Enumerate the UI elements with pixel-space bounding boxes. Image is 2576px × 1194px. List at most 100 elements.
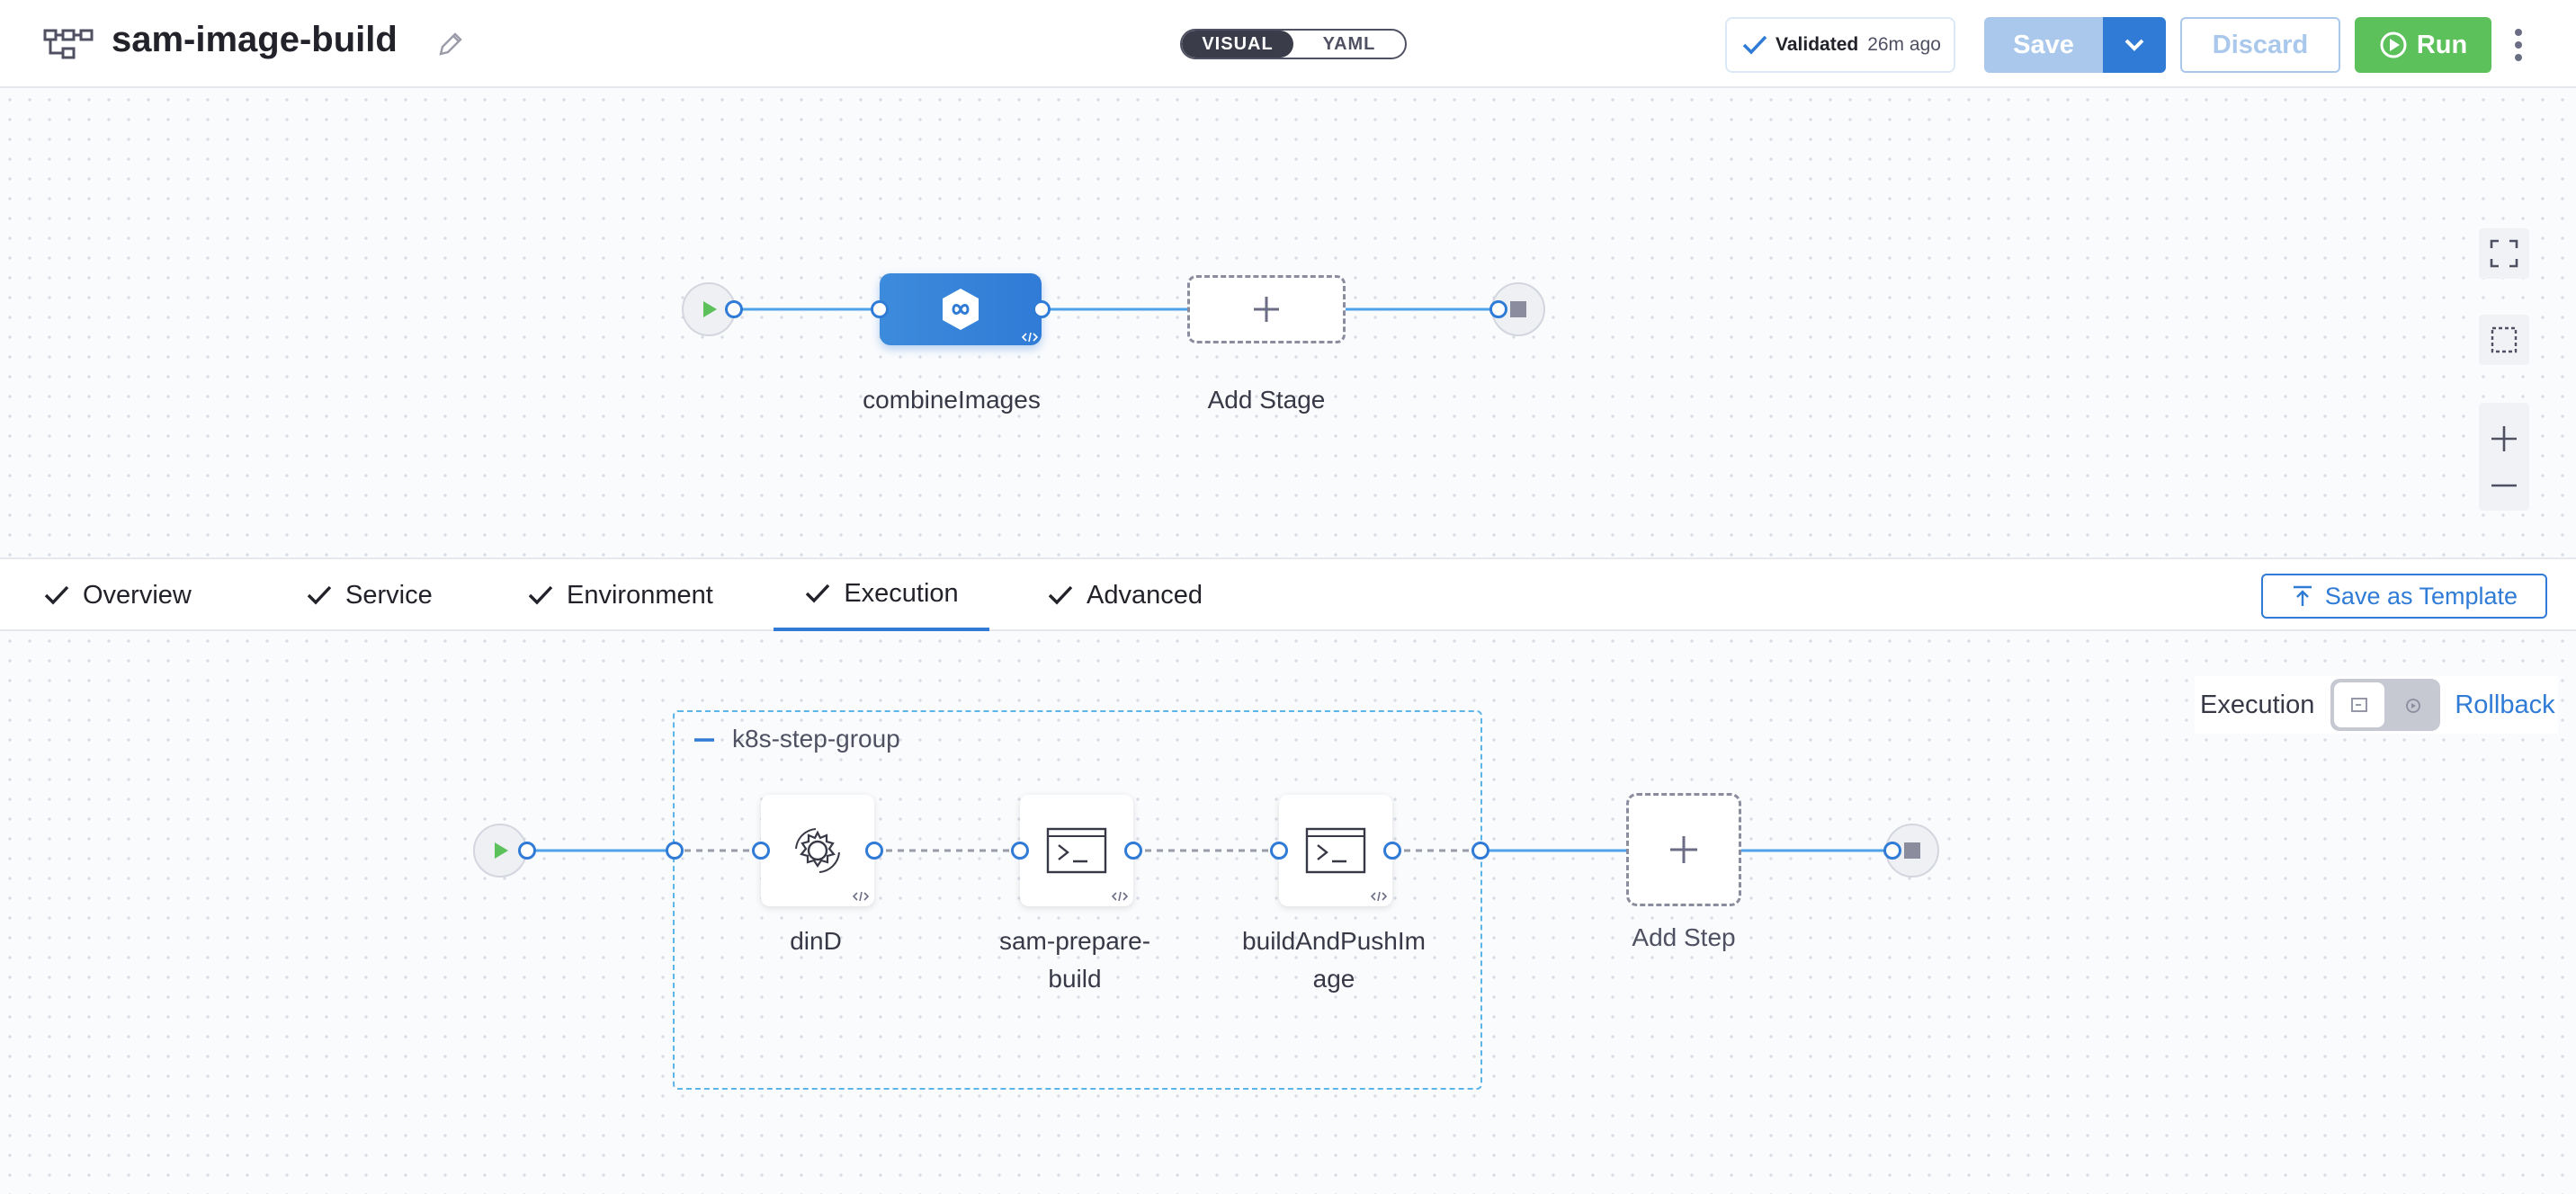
validated-time: 26m ago <box>1867 34 1941 55</box>
port <box>1124 842 1142 860</box>
gear-icon <box>795 828 840 873</box>
save-template-label: Save as Template <box>2324 582 2518 610</box>
rollback-icon[interactable] <box>2404 697 2422 715</box>
step-label-line: buildAndPushIm <box>1242 927 1426 955</box>
marquee-select-icon <box>2491 326 2518 353</box>
group-output-port <box>1471 842 1489 860</box>
check-icon <box>528 585 553 605</box>
tab-label: Overview <box>83 580 192 610</box>
select-area-button[interactable] <box>2479 315 2529 365</box>
code-icon <box>1112 891 1128 902</box>
zoom-out-icon[interactable] <box>2489 481 2519 490</box>
execution-icon <box>2351 698 2368 712</box>
step-label-line: sam-prepare- <box>998 927 1151 955</box>
step-connectors <box>525 849 1887 852</box>
save-options-dropdown[interactable] <box>2103 17 2166 73</box>
tab-label: Execution <box>844 578 959 608</box>
pipeline-icon <box>43 29 94 59</box>
upload-template-icon <box>2293 585 2312 606</box>
validated-label: Validated <box>1775 34 1859 55</box>
step-label-line: dinD <box>790 927 842 955</box>
code-icon <box>853 891 869 902</box>
zoom-in-icon[interactable] <box>2489 423 2519 454</box>
step-node-sam-prepare-build[interactable] <box>1020 795 1133 906</box>
execution-rollback-toggle[interactable] <box>2330 679 2441 731</box>
tab-advanced[interactable]: Advanced <box>1047 559 1203 631</box>
execution-toggle-option[interactable] <box>2334 682 2385 727</box>
plus-icon <box>1254 297 1279 322</box>
end-port <box>1883 842 1901 860</box>
collapse-group-icon[interactable] <box>693 735 716 744</box>
stage-label: combineImages <box>863 386 1041 414</box>
yaml-mode-button[interactable]: YAML <box>1322 33 1376 54</box>
save-button[interactable]: Save <box>1984 17 2103 73</box>
check-icon <box>1048 585 1073 605</box>
check-icon <box>307 585 332 605</box>
terminal-icon <box>1046 827 1107 874</box>
terminal-icon <box>1305 827 1366 874</box>
step-label-line: age <box>1312 965 1355 993</box>
fit-to-screen-button[interactable] <box>2479 228 2529 279</box>
check-icon <box>44 585 69 605</box>
step-group-container <box>673 710 1482 1090</box>
visual-mode-button[interactable]: VISUAL <box>1182 31 1293 58</box>
port <box>752 842 770 860</box>
tab-label: Service <box>345 580 433 610</box>
plus-icon <box>1670 836 1697 863</box>
add-step-button[interactable] <box>1626 793 1741 906</box>
ci-stage-icon <box>943 289 979 330</box>
save-as-template-button[interactable]: Save as Template <box>2261 574 2547 619</box>
stage-node-combineimages[interactable] <box>880 273 1042 345</box>
port <box>1383 842 1401 860</box>
port <box>1270 842 1288 860</box>
tab-overview[interactable]: Overview <box>43 559 192 631</box>
step-label: dinD <box>696 922 935 960</box>
port <box>865 842 883 860</box>
play-icon <box>495 842 508 859</box>
stage-input-port <box>871 300 889 318</box>
run-label: Run <box>2416 30 2468 59</box>
stage-output-port <box>1033 300 1051 318</box>
tab-execution[interactable]: Execution <box>774 559 989 631</box>
validation-status[interactable]: Validated 26m ago <box>1725 17 1955 73</box>
add-stage-button[interactable] <box>1187 275 1346 343</box>
chevron-down-icon <box>2124 39 2144 51</box>
step-node-buildandpushimage[interactable] <box>1279 795 1392 906</box>
code-icon <box>1022 332 1038 343</box>
execution-end-node <box>1885 824 1939 878</box>
edit-pencil-icon[interactable] <box>435 29 466 59</box>
tab-label: Advanced <box>1087 580 1203 610</box>
header-bar: sam-image-build VISUAL YAML Validated 26… <box>0 0 2576 88</box>
step-label: buildAndPushIm age <box>1214 922 1453 998</box>
stop-icon <box>1510 301 1526 317</box>
code-icon <box>1371 891 1387 902</box>
run-icon <box>2380 31 2407 58</box>
rollback-link[interactable]: Rollback <box>2455 690 2555 719</box>
run-button[interactable]: Run <box>2355 17 2491 73</box>
tab-environment[interactable]: Environment <box>527 559 713 631</box>
step-node-dind[interactable] <box>761 795 874 906</box>
tab-label: Environment <box>567 580 713 610</box>
stage-tab-bar: Overview Service Environment Execution A… <box>0 557 2576 631</box>
step-label: sam-prepare- build <box>955 922 1194 998</box>
view-mode-toggle[interactable]: VISUAL YAML <box>1180 29 1407 59</box>
execution-canvas <box>0 631 2576 1194</box>
step-group-name: k8s-step-group <box>732 725 900 753</box>
zoom-controls <box>2479 403 2529 511</box>
check-icon <box>806 584 830 603</box>
step-label-line: build <box>1048 965 1102 993</box>
add-stage-label: Add Stage <box>1207 386 1326 414</box>
port <box>518 842 536 860</box>
stage-connectors <box>734 307 1493 311</box>
fullscreen-icon <box>2490 239 2518 268</box>
port <box>1011 842 1029 860</box>
end-port <box>1489 300 1507 318</box>
tab-service[interactable]: Service <box>306 559 433 631</box>
discard-button[interactable]: Discard <box>2180 17 2340 73</box>
group-input-port <box>666 842 684 860</box>
add-step-label: Add Step <box>1632 923 1736 951</box>
pipeline-title: sam-image-build <box>112 20 398 59</box>
more-options-icon[interactable] <box>2509 27 2527 63</box>
play-icon <box>703 301 717 317</box>
stop-icon <box>1904 842 1920 859</box>
